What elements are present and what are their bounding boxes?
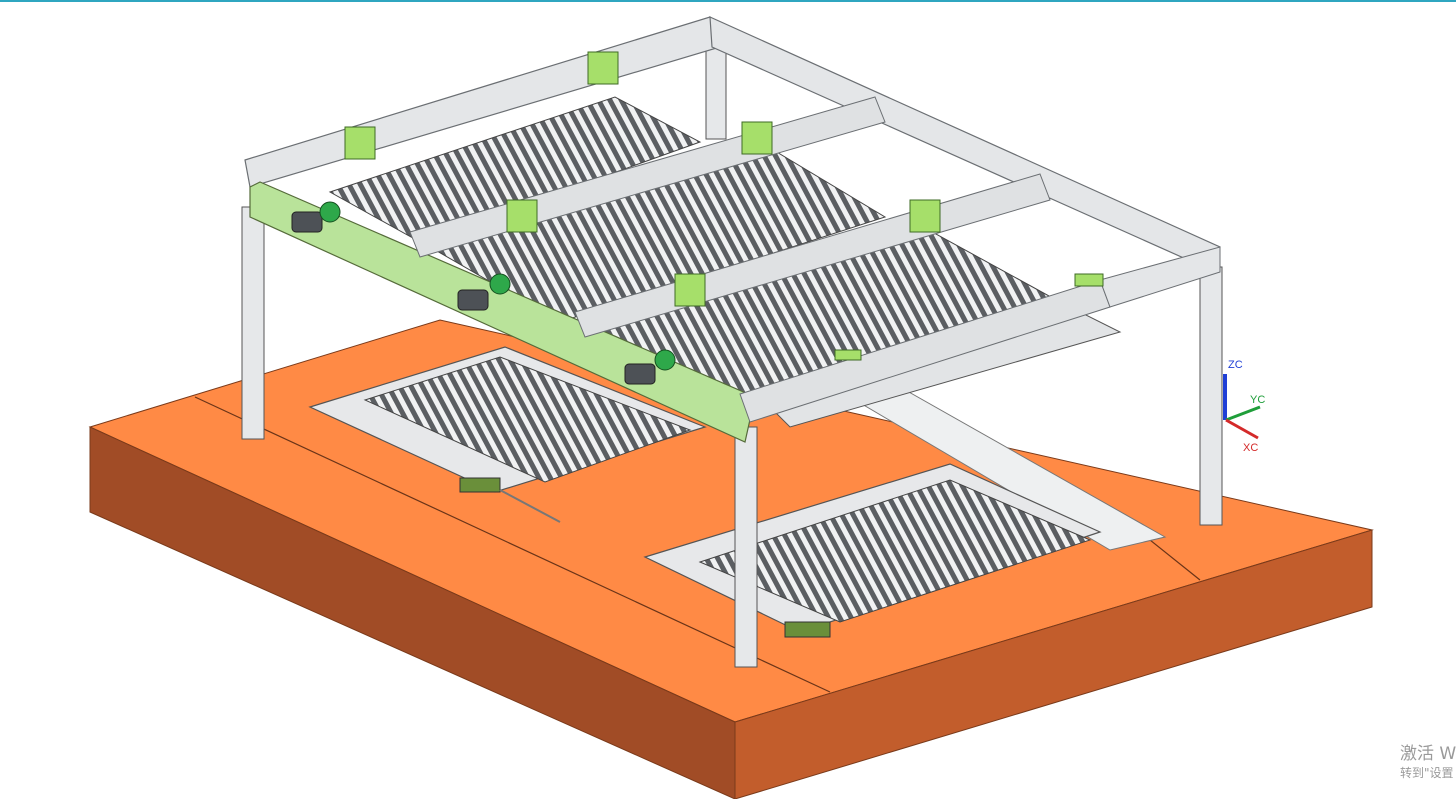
beam-right-front	[1099, 246, 1221, 308]
lower-pallet-right[interactable]	[643, 463, 1102, 638]
lift-box-4[interactable]	[506, 199, 538, 233]
column-front-left	[241, 206, 265, 440]
lift-box-2[interactable]	[587, 51, 619, 85]
lower-pallet-left[interactable]	[308, 346, 707, 523]
window-top-border	[0, 0, 1456, 2]
activation-watermark: 激活 W 转到"设置	[1400, 743, 1456, 781]
gear-1	[319, 201, 341, 223]
column-back	[705, 46, 727, 140]
z-axis-label: ZC	[1228, 359, 1243, 371]
motor-3[interactable]	[624, 363, 656, 385]
gear-2	[489, 273, 511, 295]
column-front-center	[734, 426, 758, 668]
upper-pallets[interactable]	[328, 96, 1122, 428]
x-axis-arrow	[1225, 418, 1259, 440]
lift-box-3[interactable]	[741, 121, 773, 155]
watermark-line-2: 转到"设置	[1400, 766, 1454, 780]
motor-1[interactable]	[291, 211, 323, 233]
slab-right-face	[734, 529, 1373, 799]
lift-box-5[interactable]	[909, 199, 941, 233]
watermark-line-1: 激活 W	[1400, 744, 1456, 764]
y-axis-label: YC	[1250, 394, 1265, 406]
motor-2[interactable]	[457, 289, 489, 311]
slab-left-face	[89, 426, 736, 799]
coordinate-triad: ZC YC XC	[1223, 359, 1265, 454]
y-axis-arrow	[1225, 405, 1261, 422]
lift-box-8[interactable]	[834, 349, 862, 361]
lift-mechanisms[interactable]	[291, 51, 1104, 385]
lift-box-6[interactable]	[674, 273, 706, 307]
support-columns	[241, 46, 1223, 668]
x-axis-label: XC	[1243, 442, 1258, 454]
upper-pallet-1[interactable]	[328, 96, 702, 243]
gear-3	[654, 349, 676, 371]
column-right	[1199, 266, 1223, 526]
lower-right-drive	[784, 621, 831, 638]
slab-groove	[194, 396, 831, 693]
lift-box-7[interactable]	[1074, 273, 1104, 287]
lower-left-drive	[459, 477, 501, 493]
lift-box-1[interactable]	[344, 126, 376, 160]
